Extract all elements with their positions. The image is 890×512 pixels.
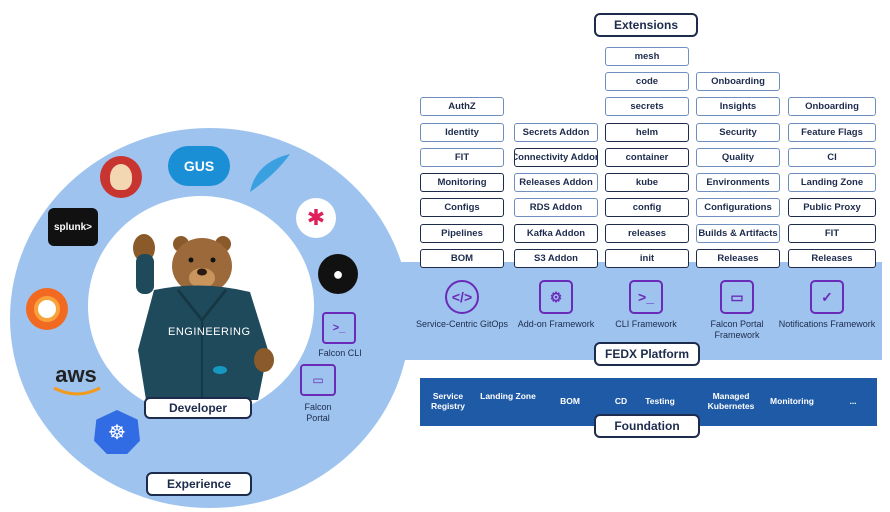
aws-smile-icon	[53, 386, 101, 396]
falcon-portal-icon: ▭	[300, 364, 336, 396]
extension-item: Environments	[696, 173, 780, 193]
extension-item: Onboarding	[788, 97, 876, 117]
foundation-item: Landing Zone	[480, 391, 536, 401]
framework-label: Notifications Framework	[778, 319, 876, 329]
extension-item: AuthZ	[420, 97, 504, 117]
extension-item: releases	[605, 223, 689, 243]
extension-item: Builds & Artifacts	[696, 223, 780, 243]
foundation-item: ...	[849, 396, 857, 406]
falcon-cli-icon: >_	[322, 312, 356, 344]
extension-item: BOM	[420, 249, 504, 268]
foundation-item: Testing	[645, 396, 675, 406]
extension-item: Releases	[696, 249, 780, 268]
extension-item: Security	[696, 122, 780, 142]
fedx-platform-label: FEDX Platform	[594, 342, 700, 366]
extension-item: RDS Addon	[514, 198, 598, 218]
extension-item: code	[605, 71, 689, 91]
chat-icon: ✓	[810, 280, 844, 314]
foundation-item: CD	[614, 396, 628, 406]
extension-item: FIT	[420, 147, 504, 167]
grafana-icon	[26, 288, 68, 330]
gus-logo-text: GUS	[183, 158, 215, 174]
framework-label: Add-on Framework	[517, 319, 595, 329]
foundation-item: Monitoring	[770, 396, 814, 406]
kubernetes-icon: ☸	[94, 410, 140, 454]
browser-icon: ▭	[720, 280, 754, 314]
extensions-label: Extensions	[594, 13, 698, 37]
extension-item: container	[605, 147, 689, 167]
addon-icon: ⚙	[539, 280, 573, 314]
aws-logo-text: aws	[55, 362, 97, 387]
extension-item: Configs	[420, 198, 504, 218]
extension-item: secrets	[605, 97, 689, 117]
foundation-item: BOM	[560, 396, 580, 406]
developer-label: Developer	[144, 397, 252, 419]
aws-logo: aws	[48, 360, 104, 390]
experience-label: Experience	[146, 472, 252, 496]
extension-item: Releases Addon	[514, 173, 598, 193]
framework-label: CLI Framework	[615, 319, 677, 329]
code-icon: </>	[445, 280, 479, 314]
extension-item: Monitoring	[420, 173, 504, 193]
extension-item: config	[605, 198, 689, 218]
splunk-logo-text: splunk>	[53, 221, 93, 233]
extension-item: Connectivity Addon	[514, 147, 598, 167]
bear-mascot-icon	[133, 234, 274, 400]
extension-item: Public Proxy	[788, 198, 876, 218]
extension-item: Quality	[696, 147, 780, 167]
extension-item: helm	[605, 122, 689, 142]
extension-item: Landing Zone	[788, 173, 876, 193]
extension-item: init	[605, 249, 689, 268]
extension-item: Configurations	[696, 198, 780, 218]
extension-item: Secrets Addon	[514, 122, 598, 142]
github-icon: ●	[318, 254, 358, 294]
splunk-logo: splunk>	[48, 208, 98, 246]
extension-item: FIT	[788, 223, 876, 243]
extension-item: CI	[788, 147, 876, 167]
extension-item: Pipelines	[420, 223, 504, 243]
extension-item: Kafka Addon	[514, 223, 598, 243]
extension-item: mesh	[605, 46, 689, 66]
extension-item: Releases	[788, 249, 876, 268]
extension-item: Identity	[420, 122, 504, 142]
extension-item: Insights	[696, 97, 780, 117]
framework-label: Service-Centric GitOps	[415, 319, 509, 329]
jenkins-icon	[100, 156, 142, 198]
extension-item: kube	[605, 173, 689, 193]
foundation-item: Managed Kubernetes	[707, 391, 755, 411]
gus-logo: GUS	[168, 146, 230, 186]
extension-item: Feature Flags	[788, 122, 876, 142]
extension-item: S3 Addon	[514, 249, 598, 268]
feather-icon	[250, 154, 290, 192]
foundation-item: Service Registry	[430, 391, 465, 411]
terminal-icon: >_	[629, 280, 663, 314]
falcon-portal-label: Falcon Portal	[304, 402, 332, 423]
framework-label: Falcon Portal Framework	[710, 319, 764, 340]
slack-icon: ✱	[296, 198, 336, 238]
extension-item: Onboarding	[696, 71, 780, 91]
foundation-label: Foundation	[594, 414, 700, 438]
shirt-text: ENGINEERING	[168, 326, 251, 338]
falcon-cli-label: Falcon CLI	[318, 348, 362, 358]
